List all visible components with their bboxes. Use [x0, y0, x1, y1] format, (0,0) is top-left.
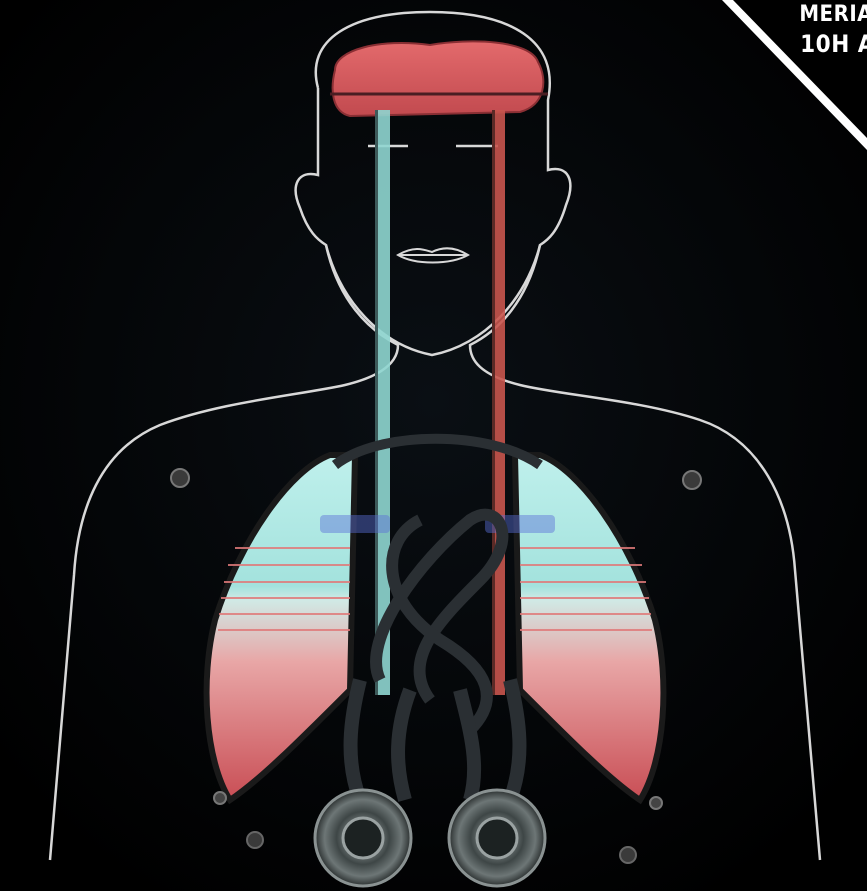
vessel-cyan-edge	[375, 110, 378, 695]
screw-right-lung	[650, 797, 662, 809]
screw-left-lung	[214, 792, 226, 804]
vessel-red-edge	[492, 110, 495, 695]
blue-connector-left	[320, 515, 390, 533]
screw-left-lower	[247, 832, 263, 848]
screw-left-shoulder	[171, 469, 189, 487]
corner-badge: MERIA 10H A	[707, 0, 867, 150]
badge-line-1: MERIA	[799, 2, 867, 27]
badge-line-2: 10H A	[800, 30, 867, 58]
screw-right-lower	[620, 847, 636, 863]
brain-icon	[333, 41, 544, 116]
vessel-red	[494, 110, 505, 695]
screw-right-shoulder	[683, 471, 701, 489]
left-dial-center	[343, 818, 383, 858]
right-dial-center	[477, 818, 517, 858]
